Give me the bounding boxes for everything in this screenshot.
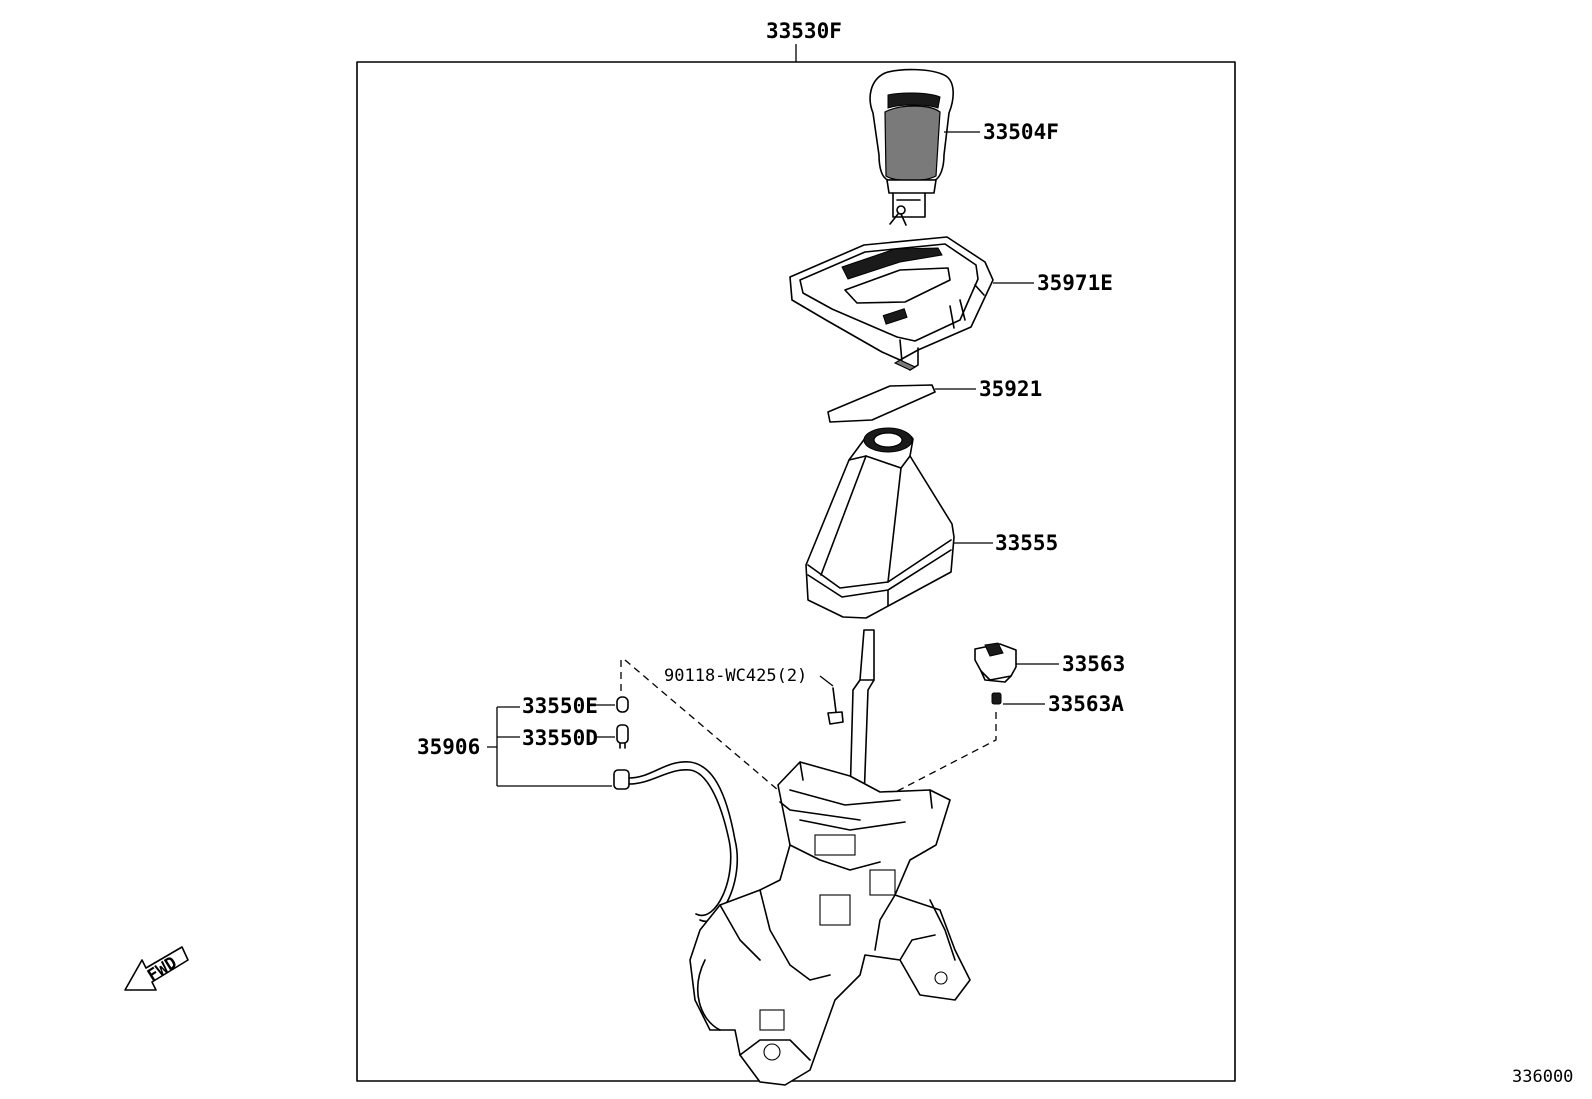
wire-harness — [613, 761, 739, 923]
install-line-right — [879, 712, 997, 801]
bolt-leader — [819, 675, 834, 687]
switch — [974, 642, 1017, 683]
console-bezel — [789, 236, 994, 371]
figure-number: 336000 — [1512, 1067, 1573, 1087]
install-line-left — [624, 659, 779, 791]
bolt-label: 90118-WC425(2) — [664, 666, 807, 686]
bezel-label: 35971E — [1037, 271, 1113, 295]
bulb-holder — [991, 692, 1002, 705]
switch-label: 33563 — [1062, 652, 1125, 676]
shift-knob — [869, 68, 954, 226]
plate-label: 35921 — [979, 377, 1042, 401]
wire-bracket — [487, 706, 612, 787]
shift-lever-base — [689, 629, 971, 1086]
bolt — [827, 687, 844, 725]
fwd-arrow: FWD — [124, 946, 189, 991]
bulb — [616, 724, 629, 749]
knob-label: 33504F — [983, 120, 1059, 144]
indicator-plate — [827, 384, 936, 423]
bulb-holder-label: 33563A — [1048, 692, 1124, 716]
boot-label: 33555 — [995, 531, 1058, 555]
cap — [616, 696, 629, 713]
cap-label: 33550E — [522, 694, 598, 718]
shift-lever-boot — [805, 427, 955, 619]
wire-label: 35906 — [417, 735, 480, 759]
assembly-label: 33530F — [766, 19, 842, 43]
bulb-label: 33550D — [522, 726, 598, 750]
